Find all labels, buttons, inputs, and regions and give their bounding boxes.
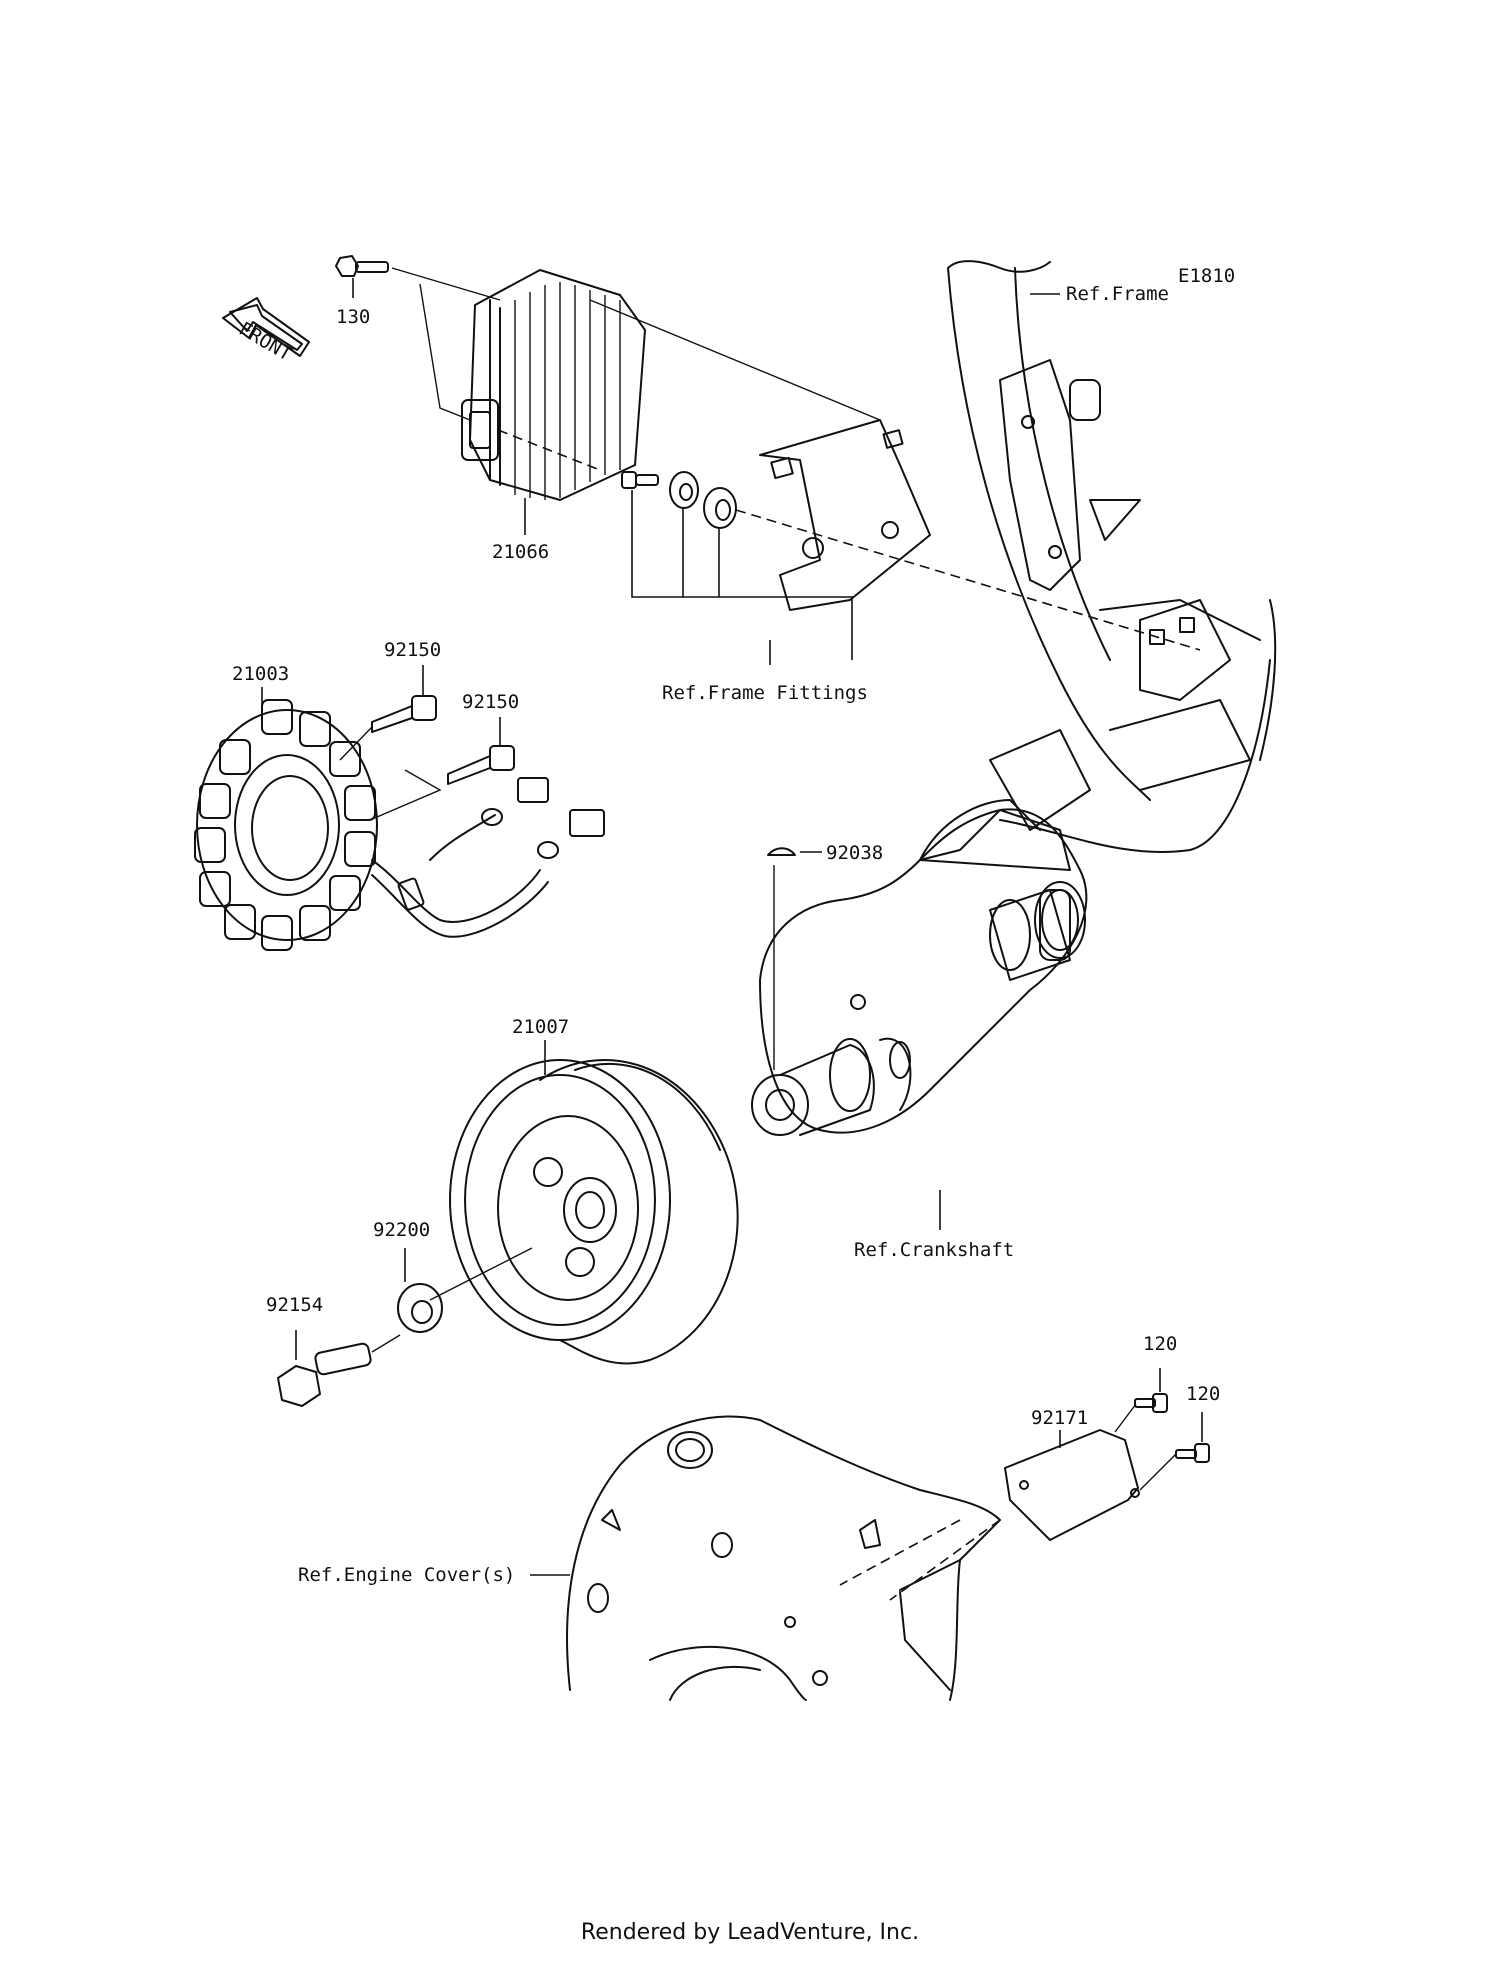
crank-journal: [751, 1037, 912, 1136]
label-ref-crankshaft: Ref.Crankshaft: [854, 1239, 1014, 1261]
label-92200: 92200: [373, 1219, 430, 1241]
woodruff-key-92038: [767, 847, 796, 856]
frame-fitting-washer: [669, 471, 699, 509]
mounting-bracket: [759, 419, 931, 611]
crankshaft: [751, 799, 1088, 1136]
diagram-code: E1810: [1178, 265, 1235, 287]
front-arrow-icon: FRONT: [222, 297, 310, 365]
label-92171: 92171: [1031, 1407, 1088, 1429]
stator-21003: [194, 699, 605, 951]
label-ref-frame-fittings: Ref.Frame Fittings: [662, 682, 868, 704]
frame: [947, 260, 1277, 854]
label-21003: 21003: [232, 663, 289, 685]
cover-plate-92171: [1004, 1429, 1140, 1541]
label-92038: 92038: [826, 842, 883, 864]
screw-92150-upper: [371, 695, 437, 733]
flywheel-rotor-21007: [449, 1059, 739, 1365]
label-92150-upper: 92150: [384, 639, 441, 661]
frame-fitting-bolt: [621, 471, 659, 489]
footer-credit: Rendered by LeadVenture, Inc.: [580, 1920, 920, 1945]
screw-92150-lower: [447, 745, 515, 785]
screw-120-lower: [1175, 1443, 1210, 1463]
label-21066: 21066: [492, 541, 549, 563]
screw-120-upper: [1134, 1393, 1168, 1413]
frame-fitting-grommet: [703, 487, 737, 529]
label-120-lower: 120: [1186, 1383, 1220, 1405]
bolt-130: [335, 255, 389, 277]
label-ref-frame: Ref.Frame: [1066, 283, 1169, 305]
label-130: 130: [336, 306, 370, 328]
washer-92200: [397, 1283, 443, 1333]
label-ref-engine-cover: Ref.Engine Cover(s): [298, 1564, 515, 1586]
crankshaft-gear: [1034, 881, 1086, 959]
flange-bolt-92154: [277, 1342, 372, 1407]
regulator-rectifier-21066: [461, 269, 646, 501]
label-21007: 21007: [512, 1016, 569, 1038]
label-92154: 92154: [266, 1294, 323, 1316]
label-120-upper: 120: [1143, 1333, 1177, 1355]
label-92150-lower: 92150: [462, 691, 519, 713]
engine-cover: [566, 1415, 1001, 1701]
